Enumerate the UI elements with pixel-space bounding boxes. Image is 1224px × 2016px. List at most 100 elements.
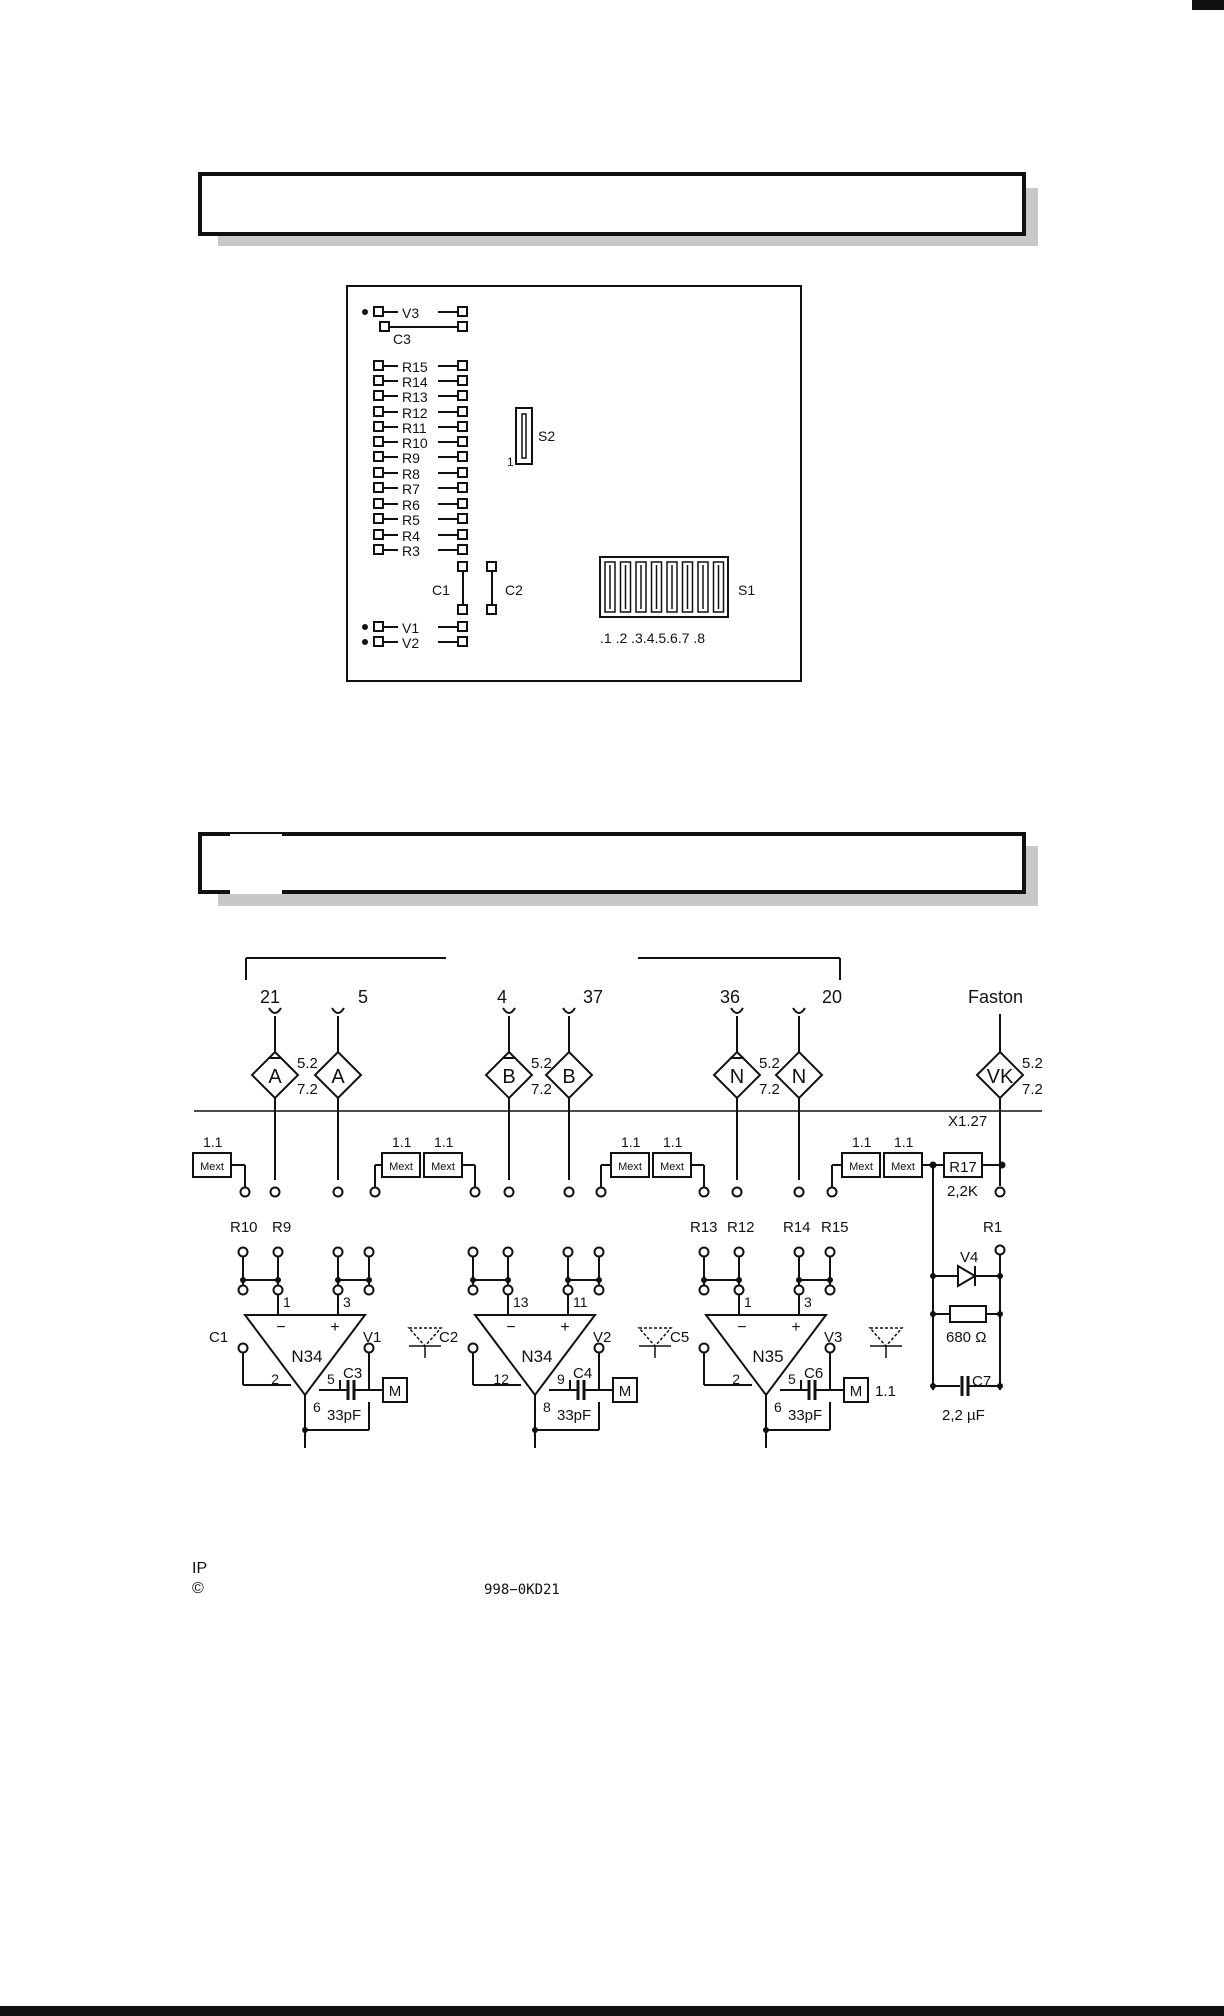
- terminal: [824, 1342, 836, 1354]
- connector-label-36: 36: [720, 987, 740, 1007]
- pad: [457, 621, 468, 632]
- terminal: [698, 1284, 710, 1296]
- board-ref-r6: R6: [402, 497, 420, 513]
- terminal: [363, 1342, 375, 1354]
- opamp-right-label: V1: [363, 1329, 381, 1346]
- terminal: [467, 1342, 479, 1354]
- junction-dot: [362, 639, 368, 645]
- resistor-680: [949, 1305, 987, 1323]
- board-ref-v3: V3: [402, 305, 419, 321]
- res-label: R12: [727, 1219, 755, 1236]
- terminal: [469, 1186, 481, 1198]
- mext-label: Mext: [389, 1161, 413, 1173]
- header-frame-1: [198, 172, 1038, 246]
- board-ref-c1: C1: [432, 582, 450, 598]
- m-label: M: [619, 1383, 632, 1400]
- opamp-pin: 6: [313, 1399, 321, 1415]
- board-ref-c3: C3: [393, 331, 411, 347]
- junction-dot: [827, 1277, 833, 1283]
- connector-symbol: [331, 1007, 345, 1014]
- diamond-ref-bottom: 7.2: [1022, 1081, 1043, 1098]
- switch-s2-lever: [521, 413, 527, 459]
- terminal: [237, 1342, 249, 1354]
- pad: [373, 498, 384, 509]
- mext-label: Mext: [660, 1161, 684, 1173]
- capacitor-value: 33pF: [327, 1407, 361, 1424]
- connector-symbol: [502, 1007, 516, 1014]
- board-ref-r10: R10: [402, 435, 428, 451]
- mext-ref: 1.1: [621, 1134, 641, 1150]
- opamp-pin: 8: [543, 1399, 551, 1415]
- capacitor-value: 33pF: [557, 1407, 591, 1424]
- connector-symbol: [268, 1007, 282, 1014]
- connector-symbol: [730, 1007, 744, 1014]
- opamp-pin: 6: [774, 1399, 782, 1415]
- mext-ref: 1.1: [203, 1134, 223, 1150]
- terminal: [698, 1246, 710, 1258]
- board-ref-r5: R5: [402, 512, 420, 528]
- capacitor-label: C3: [343, 1365, 362, 1382]
- opamp-left-label: C2: [439, 1329, 458, 1346]
- terminal: [733, 1246, 745, 1258]
- connector-label-21: 21: [260, 987, 280, 1007]
- terminal: [237, 1246, 249, 1258]
- terminal: [733, 1284, 745, 1296]
- board-ref-c2: C2: [505, 582, 523, 598]
- pad: [457, 561, 468, 572]
- connector-label-20: 20: [822, 987, 842, 1007]
- r17-value: 2,2K: [947, 1183, 978, 1200]
- mext-label: Mext: [431, 1161, 455, 1173]
- pad: [486, 604, 497, 615]
- pad: [457, 436, 468, 447]
- junction-dot: [362, 309, 368, 315]
- diamond-label-b: B: [502, 1066, 515, 1088]
- junction-dot: [240, 1277, 246, 1283]
- mext-block: [192, 1152, 232, 1178]
- junction-dot: [470, 1277, 476, 1283]
- terminal: [824, 1246, 836, 1258]
- opamp-minus: −: [506, 1319, 515, 1336]
- switch-s2-pin: 1: [507, 455, 514, 469]
- junction-dot: [275, 1277, 281, 1283]
- res-label: R13: [690, 1219, 718, 1236]
- terminal: [562, 1246, 574, 1258]
- switch-s2-label: S2: [538, 428, 555, 444]
- connector-label-4: 4: [497, 987, 507, 1007]
- terminal: [593, 1284, 605, 1296]
- pad: [373, 406, 384, 417]
- pad: [373, 306, 384, 317]
- terminal: [332, 1284, 344, 1296]
- terminal: [502, 1246, 514, 1258]
- junction-dot: [796, 1277, 802, 1283]
- diamond-label-n: N: [730, 1066, 744, 1088]
- board-ref-r8: R8: [402, 466, 420, 482]
- switch-s1: [599, 556, 729, 618]
- pad: [373, 436, 384, 447]
- terminal: [369, 1186, 381, 1198]
- bottom-bar: [0, 2006, 1224, 2016]
- diamond-ref-bottom: 7.2: [297, 1081, 318, 1098]
- pad: [373, 529, 384, 540]
- pad: [457, 636, 468, 647]
- opamp-pin: 11: [573, 1294, 588, 1310]
- m-ref: 1.1: [875, 1383, 896, 1400]
- diamond-ref-top: 5.2: [759, 1055, 780, 1072]
- r17-resistor: [943, 1152, 983, 1178]
- footer-doc-code: 998−0KD21: [484, 1582, 560, 1598]
- diamond-label-a: A: [331, 1066, 345, 1088]
- terminal: [595, 1186, 607, 1198]
- pad: [457, 482, 468, 493]
- footer-copyright: ©: [192, 1580, 204, 1597]
- diamond-ref-bottom: 7.2: [531, 1081, 552, 1098]
- terminal: [467, 1284, 479, 1296]
- terminal: [332, 1246, 344, 1258]
- diamond-label-b: B: [562, 1066, 575, 1088]
- res-label: R14: [783, 1219, 811, 1236]
- diamond-ref-bottom: 7.2: [759, 1081, 780, 1098]
- pad: [457, 306, 468, 317]
- terminal: [994, 1186, 1006, 1198]
- terminal: [793, 1284, 805, 1296]
- opamp-right-label: V3: [824, 1329, 842, 1346]
- junction-dot: [505, 1277, 511, 1283]
